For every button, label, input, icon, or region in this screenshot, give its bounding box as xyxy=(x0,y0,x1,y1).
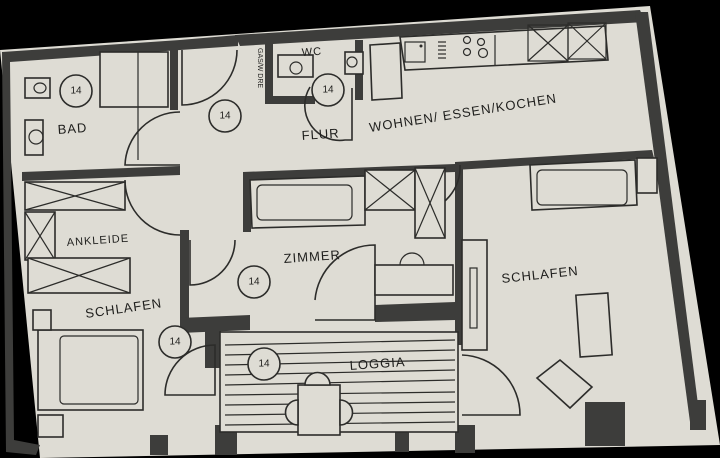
svg-text:14: 14 xyxy=(219,111,231,122)
vertical-note: GAS/W DRE xyxy=(256,48,263,88)
room-label-bad: BAD xyxy=(57,120,88,137)
room-label-wc: WC xyxy=(301,46,322,59)
zimmer-furniture xyxy=(249,167,454,296)
room-label-flur: FLUR xyxy=(301,125,340,143)
svg-text:14: 14 xyxy=(169,337,181,348)
marker-zimmer: 14 xyxy=(237,265,271,299)
room-markers: 14 14 14 14 14 14 xyxy=(59,73,345,381)
loggia-decking xyxy=(219,331,459,436)
marker-wc: 14 xyxy=(311,73,345,107)
bathroom-fixtures xyxy=(24,51,169,160)
svg-text:14: 14 xyxy=(258,359,270,370)
room-label-ankleide: ANKLEIDE xyxy=(66,233,129,249)
schlafen-right-furniture xyxy=(461,157,658,410)
interior-walls xyxy=(22,40,654,368)
kitchen-counter xyxy=(369,22,609,101)
marker-hall: 14 xyxy=(208,99,242,133)
wc-fixtures xyxy=(277,51,364,78)
room-label-zimmer: ZIMMER xyxy=(283,247,341,266)
ankleide-furniture xyxy=(24,181,144,438)
marker-bad: 14 xyxy=(59,74,93,108)
svg-text:14: 14 xyxy=(70,86,82,97)
svg-text:14: 14 xyxy=(248,277,260,288)
room-label-loggia: LOGGIA xyxy=(349,354,406,373)
marker-schlafen-left: 14 xyxy=(158,325,192,359)
svg-text:14: 14 xyxy=(322,85,334,96)
outer-walls xyxy=(2,10,706,455)
marker-loggia: 14 xyxy=(247,347,281,381)
